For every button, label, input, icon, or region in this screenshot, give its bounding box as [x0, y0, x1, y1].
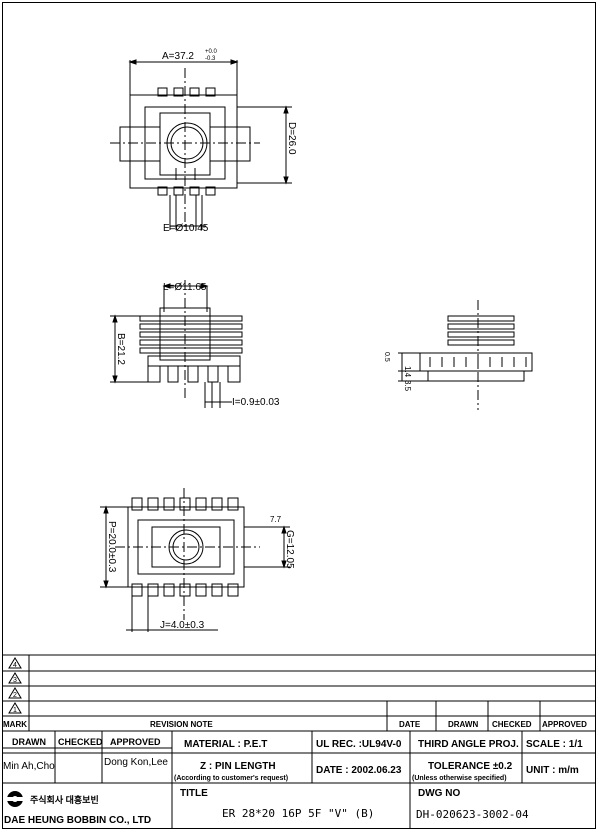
tb-material: MATERIAL : P.E.T — [184, 739, 267, 750]
tb-dwg-no: DH-020623-3002-04 — [416, 808, 529, 821]
bottom-view — [100, 488, 290, 632]
revision-table — [2, 654, 596, 732]
rev-mark-4: 4 — [13, 662, 17, 669]
tb-dwg-label: DWG NO — [418, 788, 460, 799]
tb-approved-label: APPROVED — [110, 737, 161, 747]
dim-L-label: L=Ø11.65 — [163, 282, 207, 293]
title-block-grid — [2, 731, 596, 828]
company-logo-icon — [6, 791, 24, 807]
tb-unit: UNIT : m/m — [526, 765, 579, 776]
rev-mark-1: 1 — [13, 707, 17, 714]
rev-header-note: REVISION NOTE — [150, 720, 213, 729]
rev-header-drawn: DRAWN — [448, 720, 478, 729]
dim-A-tol-upper: +0.0 — [205, 49, 218, 55]
bottom-view-pins-top — [131, 497, 239, 511]
dim-I-label: I=0.9±0.03 — [232, 397, 280, 408]
rev-header-checked: CHECKED — [492, 720, 532, 729]
tb-z-pin: Z : PIN LENGTH — [200, 761, 276, 772]
dim-A-label: A=37.2 — [162, 51, 194, 62]
rev-mark-2: 2 — [13, 692, 17, 699]
dim-A-tol-lower: -0.3 — [205, 56, 216, 62]
tb-title: ER 28*20 16P 5F "V" (B) — [222, 807, 374, 820]
dim-P-label: P=20.0±0.3 — [106, 521, 117, 573]
tb-tolerance: TOLERANCE ±0.2 — [428, 761, 513, 772]
tb-company-kr: 주식회사 대흥보빈 — [30, 794, 99, 805]
rev-header-approved: APPROVED — [542, 720, 587, 729]
tb-company-en: DAE HEUNG BOBBIN CO., LTD — [4, 815, 151, 826]
rev-header-mark: MARK — [3, 720, 27, 729]
tb-scale: SCALE : 1/1 — [526, 739, 583, 750]
tb-approved-name: Dong Kon,Lee — [104, 757, 168, 768]
tb-drawn-label: DRAWN — [12, 737, 46, 747]
tb-z-pin-note: (According to customer's request) — [174, 775, 288, 782]
side-dim-1: 0.5 — [383, 352, 390, 362]
dim-G-label: G=12.05 — [284, 530, 295, 569]
dim-B-label: B=21.2 — [115, 333, 126, 365]
tb-drawn-name: Min Ah,Cho — [3, 761, 55, 772]
tb-date: DATE : 2002.06.23 — [316, 765, 402, 776]
top-view — [110, 59, 292, 230]
tb-tolerance-note: (Unless otherwise specified) — [412, 775, 507, 782]
side-dim-3: 3.5 — [403, 380, 412, 392]
dim-D-label: D=26.0 — [286, 122, 297, 155]
side-view — [398, 300, 533, 410]
tb-ul-rec: UL REC. :UL94V-0 — [316, 739, 402, 750]
side-view-pins — [429, 357, 527, 367]
top-view-pins-top — [157, 87, 216, 97]
top-view-pins-bottom — [157, 186, 216, 196]
tb-checked-label: CHECKED — [58, 737, 103, 747]
side-dim-2: 1.4 — [403, 366, 412, 378]
front-view — [110, 280, 243, 408]
tb-title-label: TITLE — [180, 788, 208, 799]
rev-header-date: DATE — [399, 720, 421, 729]
rev-mark-3: 3 — [13, 677, 17, 684]
dim-J-label: J=4.0±0.3 — [160, 620, 205, 631]
tb-projection: THIRD ANGLE PROJ. — [418, 739, 519, 750]
bottom-view-pins-bottom — [131, 583, 239, 597]
dim-pin-note: 7.7 — [270, 515, 282, 524]
dim-E-label: E=Ø10.45 — [163, 223, 209, 234]
